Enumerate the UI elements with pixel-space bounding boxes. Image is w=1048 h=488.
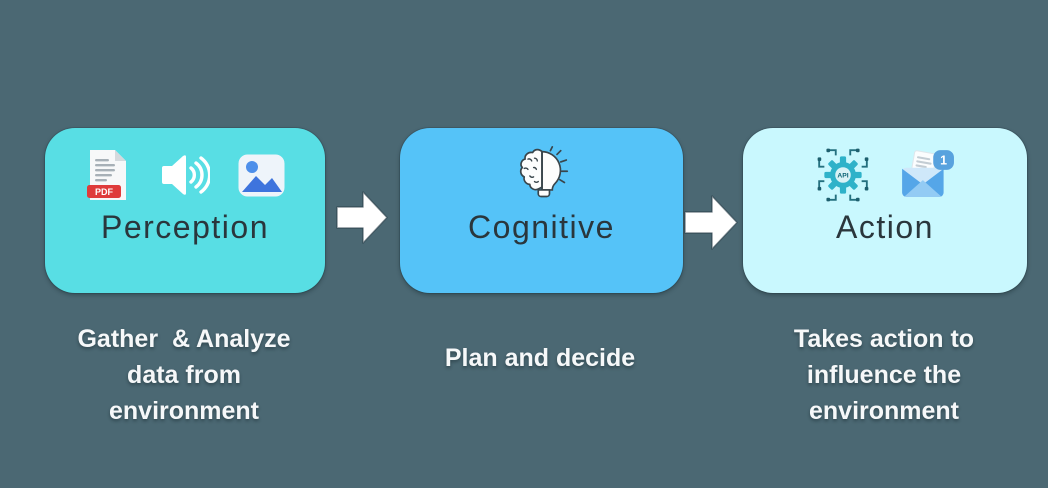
action-title: Action: [836, 209, 934, 245]
api-center-label: API: [837, 173, 848, 180]
flow-arrow-1-icon: [336, 189, 388, 246]
action-card: API 1: [743, 128, 1027, 293]
perception-title: Perception: [101, 209, 269, 245]
pdf-file-icon: PDF: [85, 149, 130, 201]
cognitive-description: Plan and decide: [390, 340, 690, 376]
brain-lightbulb-icon: [514, 146, 570, 204]
email-badge-count: 1: [940, 154, 947, 168]
cognitive-title: Cognitive: [468, 209, 615, 245]
description-line: Gather & Analyze: [77, 325, 291, 353]
description-line: Plan and decide: [444, 344, 636, 372]
action-description: Takes action to influence the environmen…: [734, 321, 1034, 429]
description-line: influence the: [806, 361, 962, 389]
action-icon-row: API 1: [815, 147, 955, 203]
description-line: environment: [808, 397, 960, 425]
cognitive-icon-row: [514, 146, 570, 204]
flow-arrow-2-icon: [684, 193, 738, 252]
cognitive-card: Cognitive: [400, 128, 683, 293]
description-line: data from: [127, 361, 241, 389]
email-notification-icon: 1: [899, 149, 955, 201]
perception-card: PDF Perception: [45, 128, 325, 293]
description-line: Takes action to: [793, 325, 975, 353]
image-photo-icon: [238, 154, 285, 197]
perception-description: Gather & Analyze data from environment: [34, 321, 334, 429]
description-line: environment: [108, 397, 260, 425]
perception-icon-row: PDF: [85, 147, 285, 203]
audio-speaker-icon: [158, 153, 210, 197]
api-chip-icon: API: [815, 146, 871, 204]
pdf-badge-label: PDF: [95, 187, 114, 197]
